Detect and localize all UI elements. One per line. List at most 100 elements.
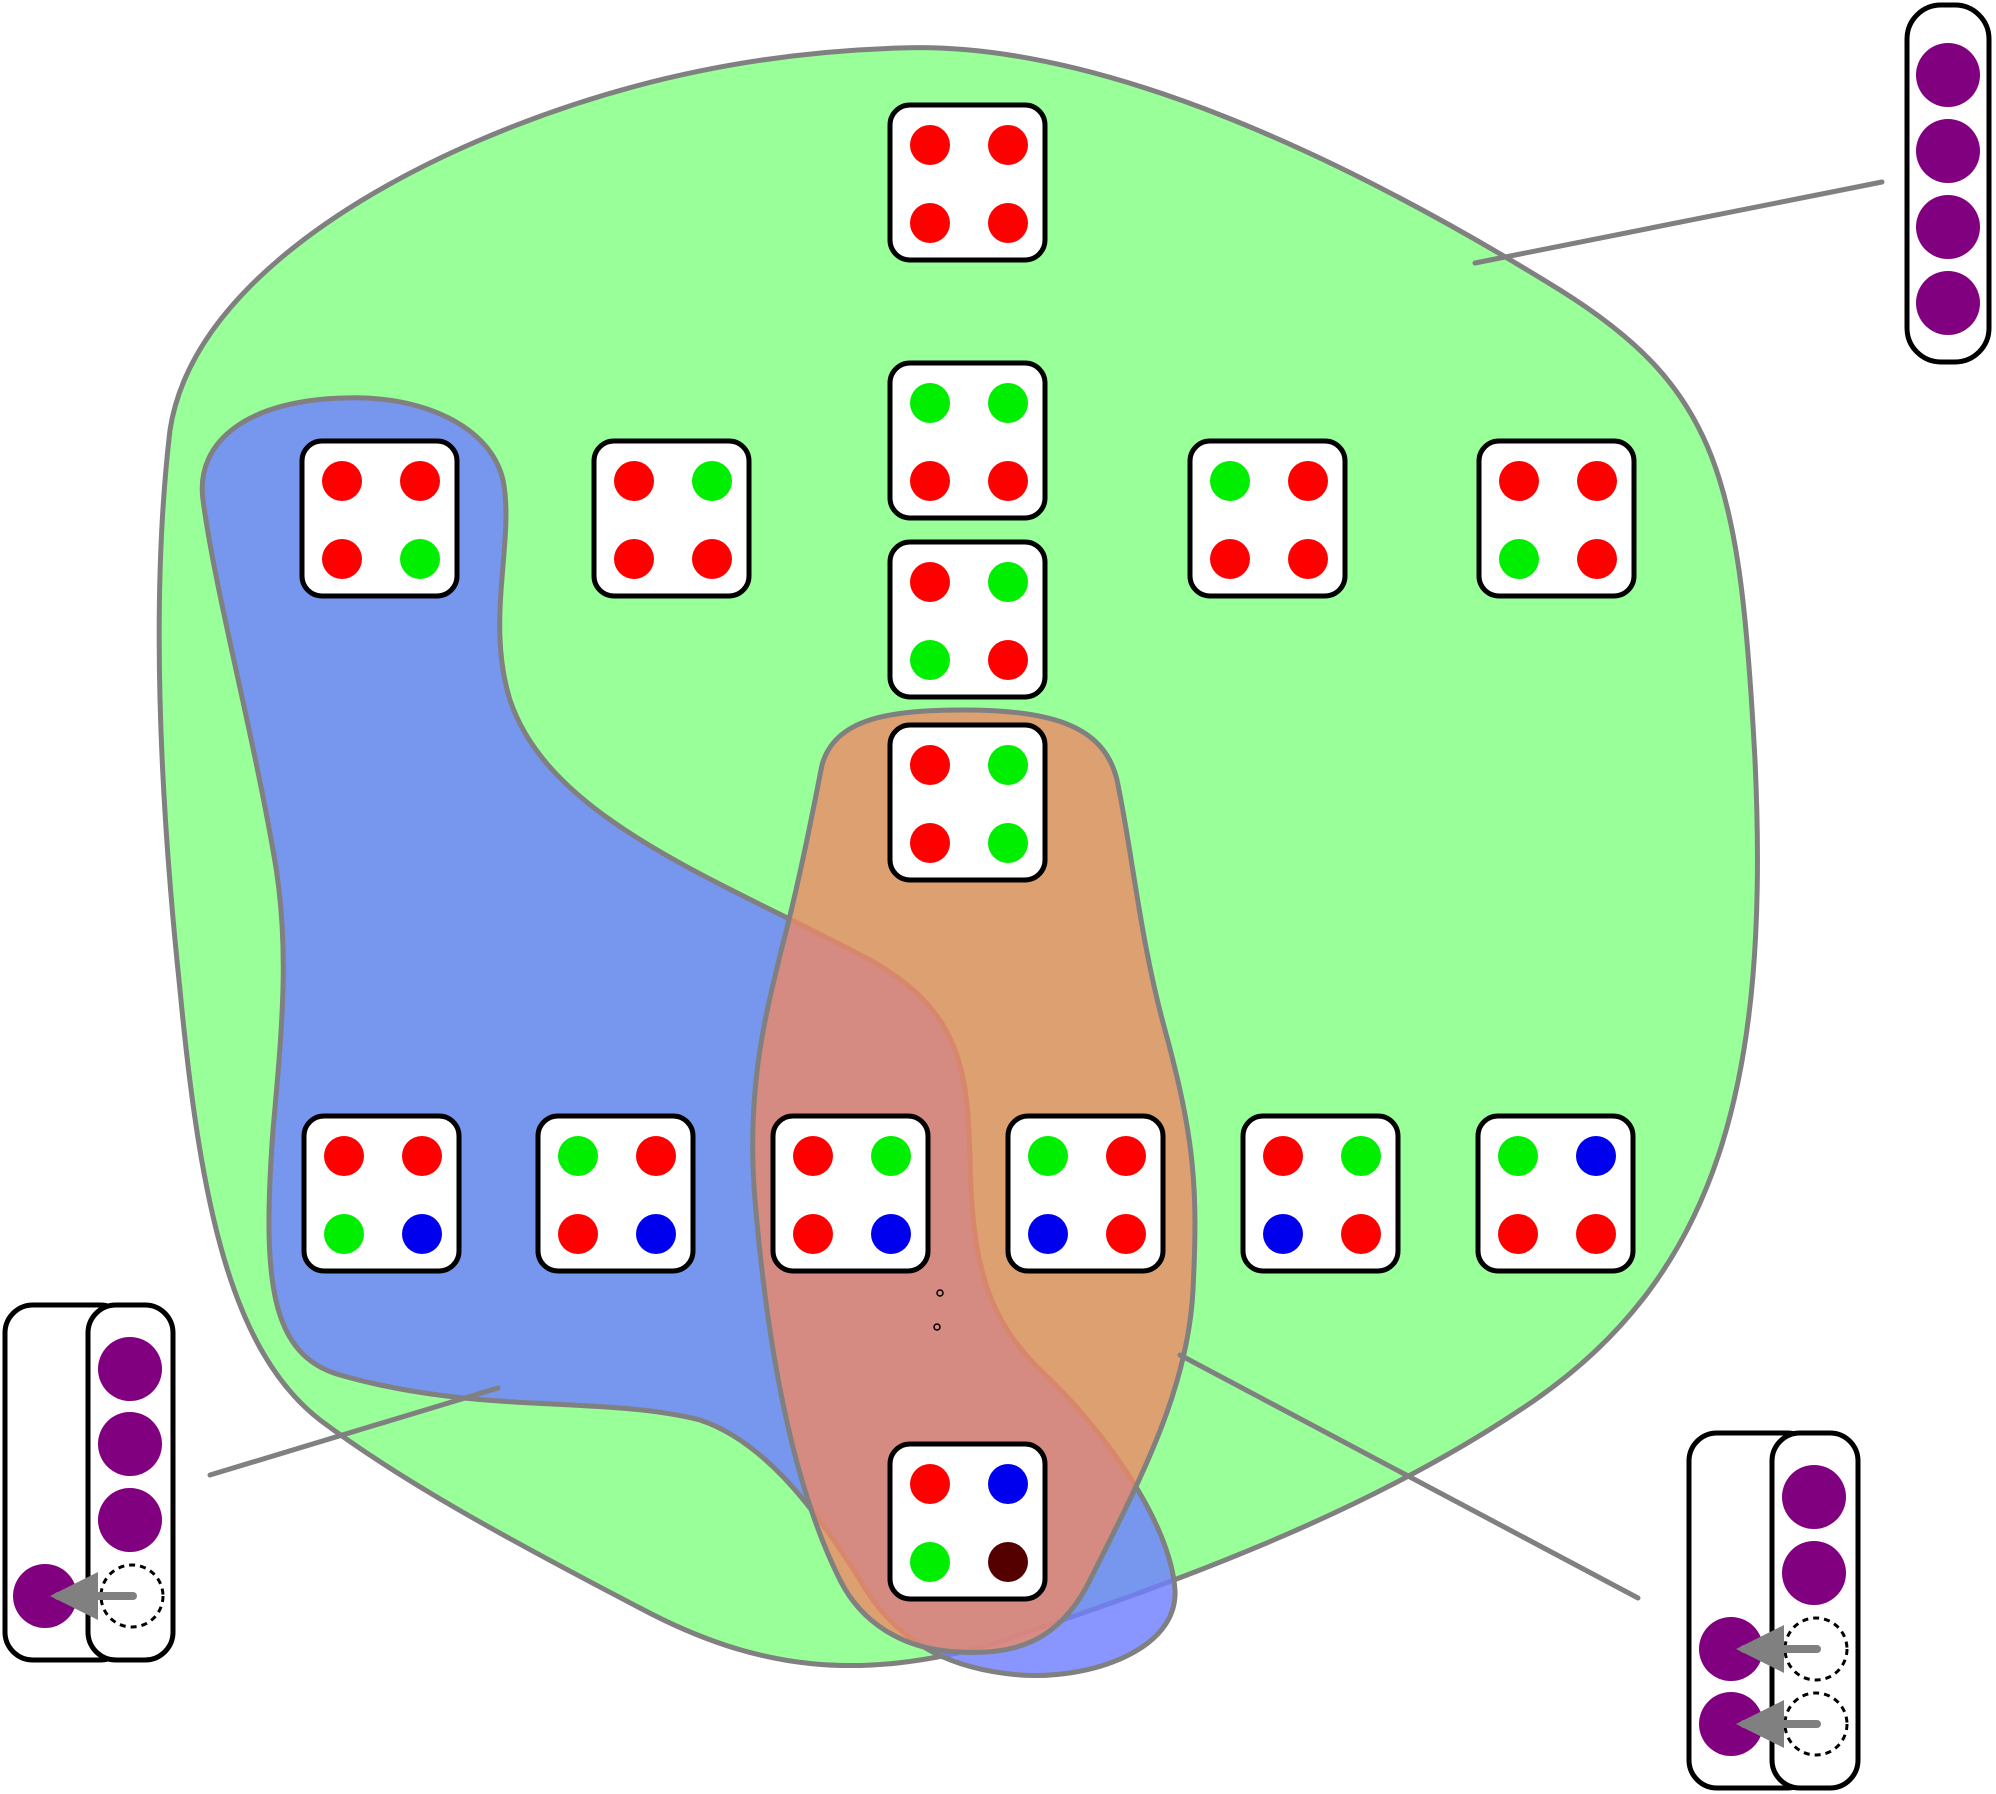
connector-bottom-right — [1177, 1352, 1641, 1601]
dot-green — [1341, 1136, 1381, 1176]
card-bottom — [887, 1441, 1048, 1602]
dot-green — [324, 1214, 364, 1254]
dot-red — [692, 539, 732, 579]
dot-green — [988, 823, 1028, 863]
dot-red — [1576, 1214, 1616, 1254]
dot-blue — [402, 1214, 442, 1254]
dot-red — [910, 823, 950, 863]
card-lower-2 — [535, 1113, 696, 1274]
dot-green — [910, 640, 950, 680]
purple-ball — [1916, 43, 1980, 107]
card-col-1 — [887, 360, 1048, 521]
dot-blue — [1576, 1136, 1616, 1176]
column-bottom-right — [1686, 1430, 1861, 1791]
dot-green — [1499, 539, 1539, 579]
cards-layer — [299, 102, 1637, 1602]
card-upper-1 — [299, 438, 460, 599]
dot-green — [988, 383, 1028, 423]
dot-red — [1263, 1136, 1303, 1176]
dot-green — [910, 383, 950, 423]
card-col-2 — [887, 539, 1048, 700]
purple-ball — [98, 1412, 162, 1476]
purple-ball — [1916, 195, 1980, 259]
connector-bottom-left — [207, 1385, 501, 1478]
card-lower-1 — [301, 1113, 462, 1274]
dot-maroon — [988, 1542, 1028, 1582]
dot-green — [1498, 1136, 1538, 1176]
dot-red — [793, 1214, 833, 1254]
dot-blue — [988, 1464, 1028, 1504]
dot-red — [1577, 461, 1617, 501]
dot-red — [1341, 1214, 1381, 1254]
dot-red — [614, 461, 654, 501]
card-lower-3 — [770, 1113, 931, 1274]
dot-green — [871, 1136, 911, 1176]
dot-red — [910, 562, 950, 602]
dot-red — [910, 203, 950, 243]
dot-red — [910, 125, 950, 165]
dot-green — [1028, 1136, 1068, 1176]
dot-blue — [1263, 1214, 1303, 1254]
dot-red — [1106, 1136, 1146, 1176]
empty-slot — [1783, 1691, 1849, 1757]
card-upper-4 — [1476, 438, 1637, 599]
connector-top-right — [1472, 179, 1885, 266]
dot-red — [988, 640, 1028, 680]
dot-red — [636, 1136, 676, 1176]
dot-green — [1210, 461, 1250, 501]
dot-red — [910, 745, 950, 785]
dot-red — [400, 461, 440, 501]
dot-red — [988, 461, 1028, 501]
dot-green — [558, 1136, 598, 1176]
dot-red — [614, 539, 654, 579]
dot-red — [988, 203, 1028, 243]
card-col-3 — [887, 722, 1048, 883]
dot-red — [558, 1214, 598, 1254]
column-top-right — [1904, 2, 1992, 365]
dot-green — [988, 562, 1028, 602]
dot-red — [1210, 539, 1250, 579]
dot-red — [1288, 539, 1328, 579]
card-top — [887, 102, 1048, 263]
connector-lines — [207, 179, 1885, 1601]
dot-red — [322, 539, 362, 579]
purple-ball — [1782, 1541, 1846, 1605]
dot-green — [988, 745, 1028, 785]
empty-slot — [1783, 1616, 1849, 1682]
dot-red — [1106, 1214, 1146, 1254]
purple-ball — [1916, 271, 1980, 335]
dot-red — [793, 1136, 833, 1176]
dot-red — [988, 125, 1028, 165]
dot-blue — [871, 1214, 911, 1254]
purple-ball — [1782, 1465, 1846, 1529]
dot-green — [910, 1542, 950, 1582]
small-marker — [933, 1323, 941, 1331]
small-marker — [936, 1289, 944, 1297]
dot-red — [910, 461, 950, 501]
empty-slot — [99, 1563, 165, 1629]
card-upper-3 — [1187, 438, 1348, 599]
orange-region — [750, 707, 1198, 1655]
dot-blue — [636, 1214, 676, 1254]
dot-red — [402, 1136, 442, 1176]
dot-red — [1499, 461, 1539, 501]
card-lower-5 — [1240, 1113, 1401, 1274]
dot-red — [322, 461, 362, 501]
dot-red — [910, 1464, 950, 1504]
purple-ball — [98, 1337, 162, 1401]
dot-green — [692, 461, 732, 501]
dot-blue — [1028, 1214, 1068, 1254]
dot-red — [1288, 461, 1328, 501]
card-upper-2 — [591, 438, 752, 599]
card-lower-4 — [1005, 1113, 1166, 1274]
card-lower-6 — [1475, 1113, 1636, 1274]
dot-green — [400, 539, 440, 579]
purple-ball — [98, 1488, 162, 1552]
purple-ball — [1916, 119, 1980, 183]
column-bottom-left — [2, 1302, 176, 1663]
dot-red — [1577, 539, 1617, 579]
dot-red — [1498, 1214, 1538, 1254]
dot-red — [324, 1136, 364, 1176]
